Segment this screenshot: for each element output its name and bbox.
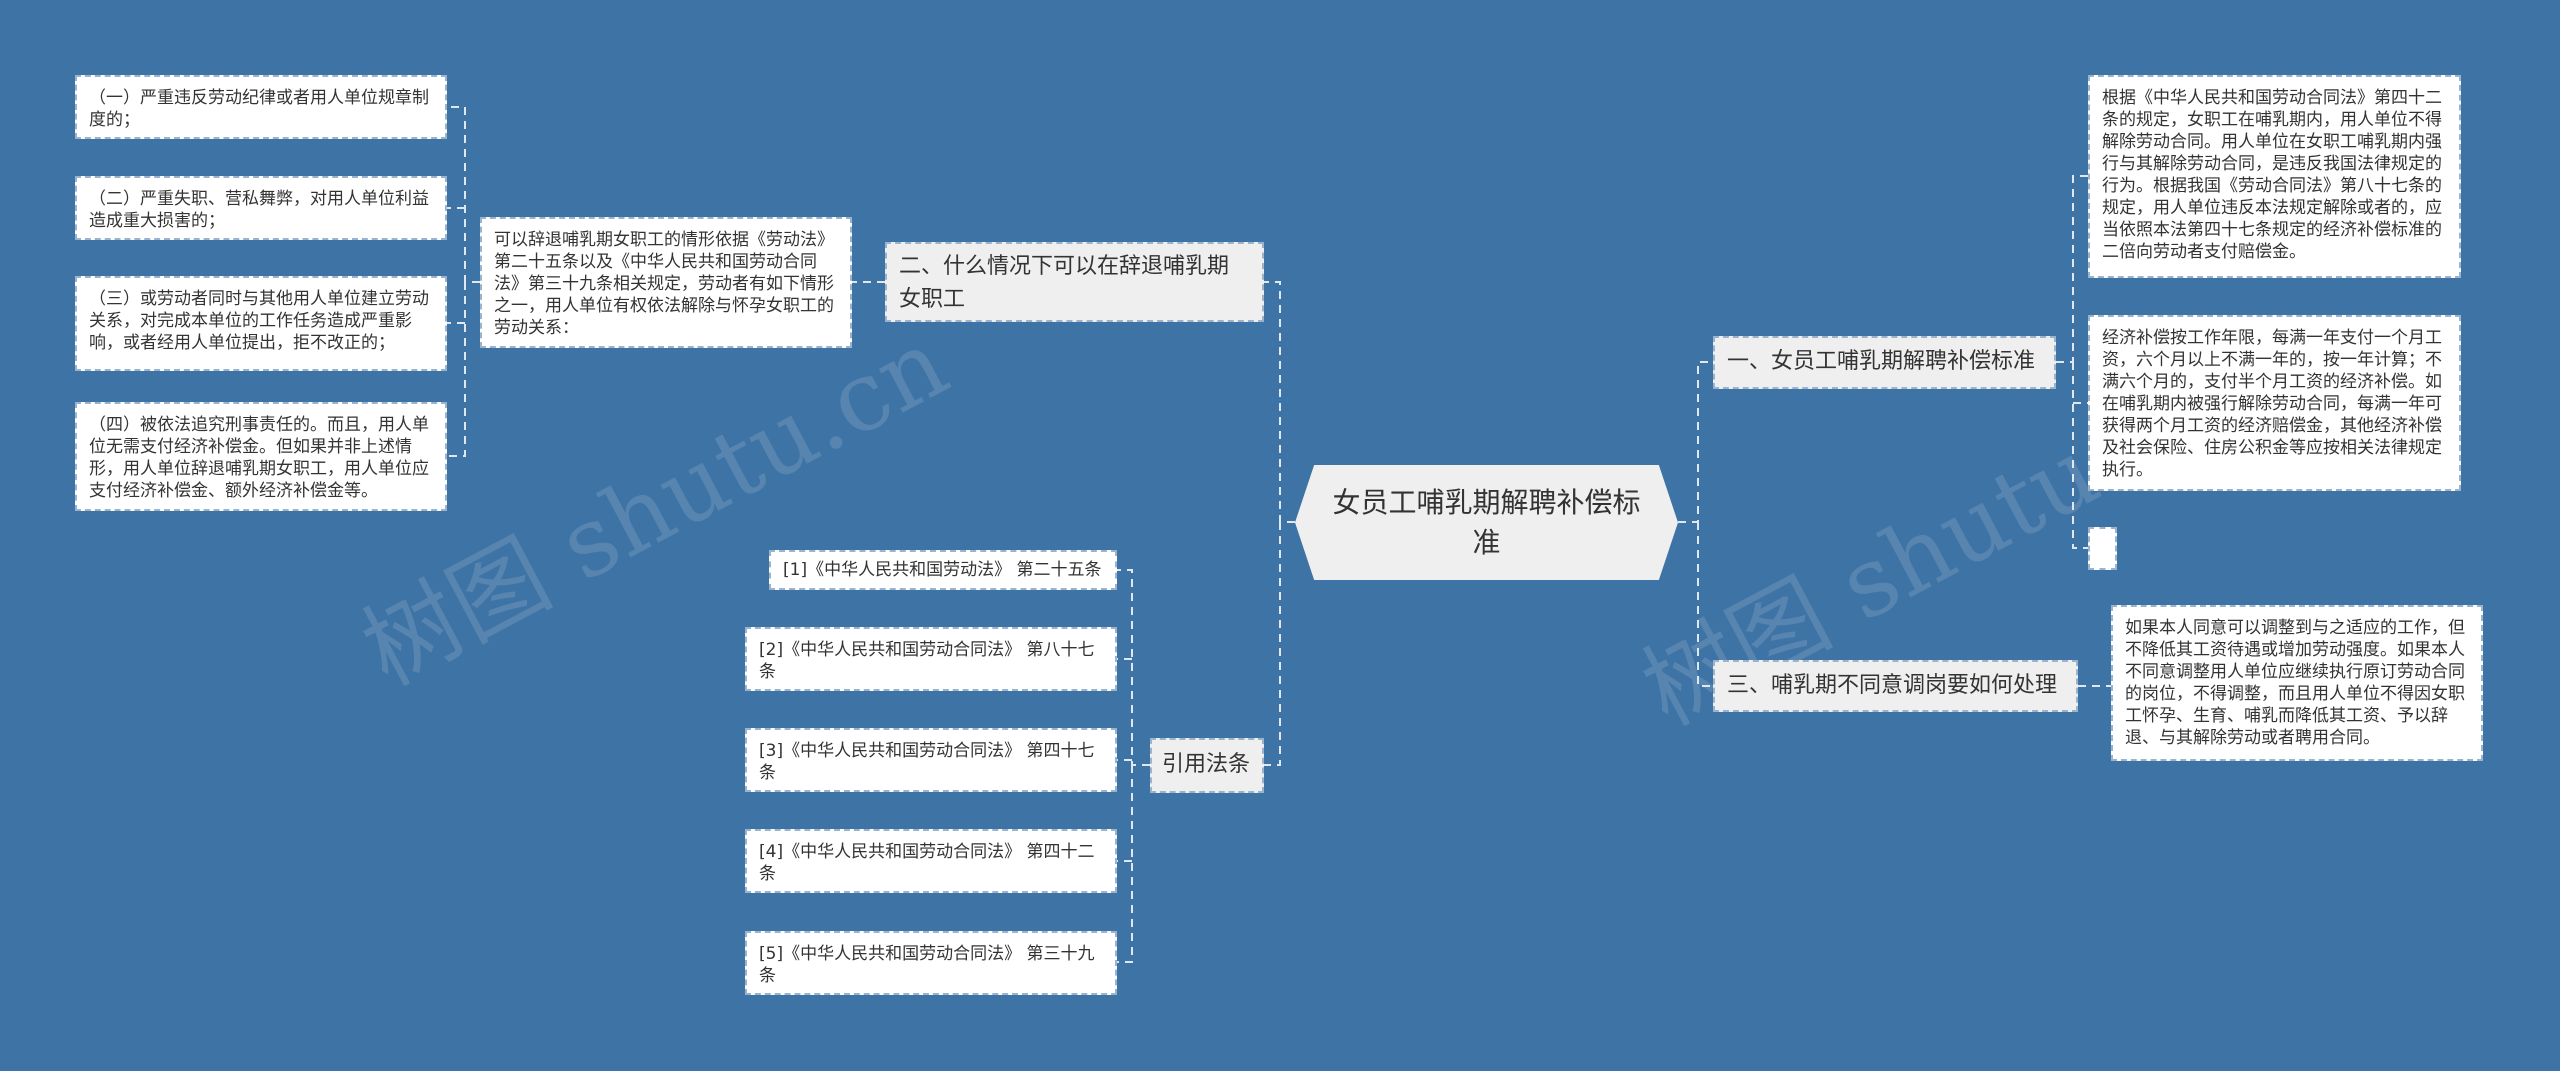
central-topic-label: 女员工哺乳期解聘补偿标准 bbox=[1332, 485, 1641, 559]
standard-item-2[interactable]: 经济补偿按工作年限，每满一年支付一个月工资，六个月以上不满一年的，按一年计算；不… bbox=[2088, 315, 2461, 491]
ref-item-2[interactable]: [2]《中华人民共和国劳动合同法》 第八十七条 bbox=[745, 627, 1117, 691]
ref-item-4[interactable]: [4]《中华人民共和国劳动合同法》 第四十二条 bbox=[745, 829, 1117, 893]
branch-transfer-refusal[interactable]: 三、哺乳期不同意调岗要如何处理 bbox=[1713, 660, 2078, 712]
transfer-item-1[interactable]: 如果本人同意可以调整到与之适应的工作，但不降低其工资待遇或增加劳动强度。如果本人… bbox=[2111, 605, 2483, 761]
standard-item-1[interactable]: 根据《中华人民共和国劳动合同法》第四十二条的规定，女职工在哺乳期内，用人单位不得… bbox=[2088, 75, 2461, 278]
ref-item-1[interactable]: [1]《中华人民共和国劳动法》 第二十五条 bbox=[769, 550, 1117, 590]
branch-compensation-standard[interactable]: 一、女员工哺乳期解聘补偿标准 bbox=[1713, 336, 2056, 389]
dismiss-item-4[interactable]: （四）被依法追究刑事责任的。而且，用人单位无需支付经济补偿金。但如果并非上述情形… bbox=[75, 402, 447, 511]
dismiss-item-3[interactable]: （三）或劳动者同时与其他用人单位建立劳动关系，对完成本单位的工作任务造成严重影响… bbox=[75, 276, 447, 371]
standard-item-empty[interactable] bbox=[2088, 527, 2117, 570]
branch-dismiss-conditions[interactable]: 二、什么情况下可以在辞退哺乳期女职工 bbox=[885, 242, 1264, 322]
dismiss-item-2[interactable]: （二）严重失职、营私舞弊，对用人单位利益造成重大损害的； bbox=[75, 176, 447, 240]
ref-item-5[interactable]: [5]《中华人民共和国劳动合同法》 第三十九条 bbox=[745, 931, 1117, 995]
branch-cited-laws[interactable]: 引用法条 bbox=[1150, 738, 1264, 793]
dismiss-summary-node[interactable]: 可以辞退哺乳期女职工的情形依据《劳动法》第二十五条以及《中华人民共和国劳动合同法… bbox=[480, 217, 852, 348]
dismiss-item-1[interactable]: （一）严重违反劳动纪律或者用人单位规章制度的； bbox=[75, 75, 447, 139]
ref-item-3[interactable]: [3]《中华人民共和国劳动合同法》 第四十七条 bbox=[745, 728, 1117, 792]
central-topic[interactable]: 女员工哺乳期解聘补偿标准 bbox=[1295, 465, 1678, 580]
